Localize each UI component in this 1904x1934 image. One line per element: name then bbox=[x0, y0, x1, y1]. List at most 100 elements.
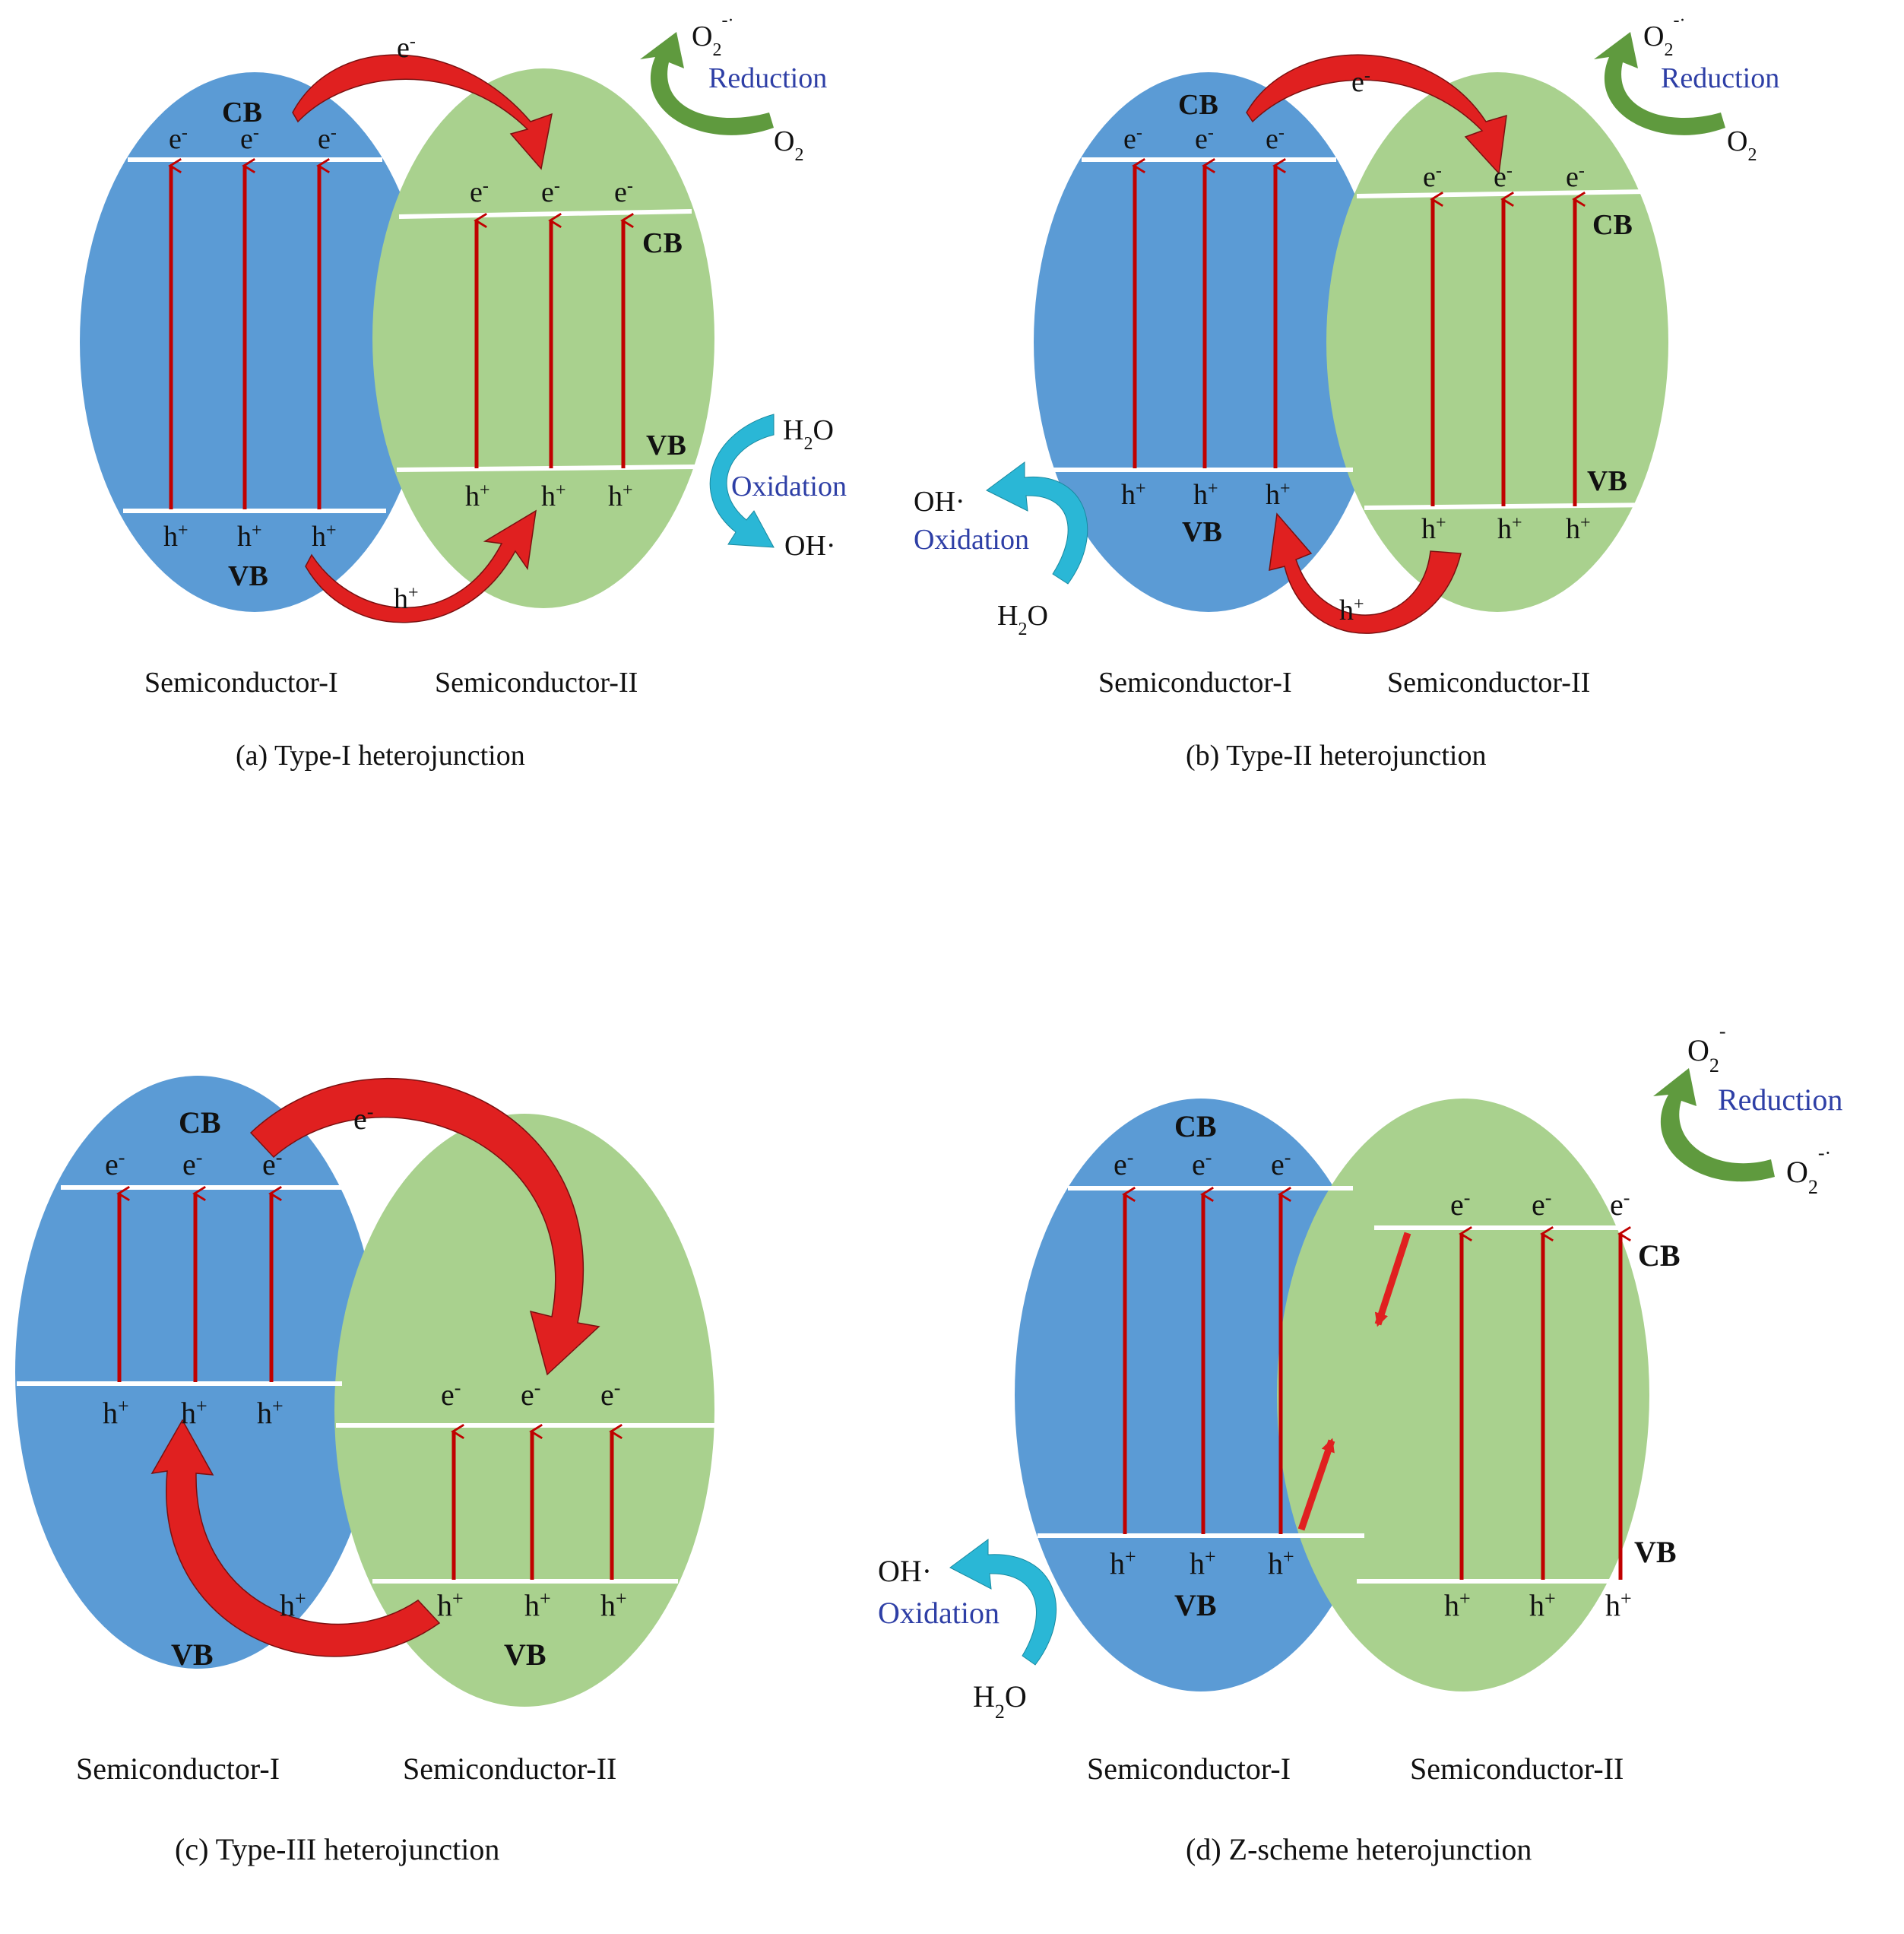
label-part: e bbox=[521, 1378, 534, 1412]
hole-label: h+ bbox=[257, 1395, 284, 1431]
label-part: h bbox=[600, 1588, 616, 1622]
label-part: - bbox=[1545, 1187, 1552, 1209]
hole-label: h+ bbox=[1566, 513, 1591, 545]
electron-label: e- bbox=[541, 176, 560, 208]
oxygen-species-label: O2-· bbox=[1786, 1142, 1831, 1198]
vb-label-2: VB bbox=[1587, 465, 1627, 497]
hole-label: h+ bbox=[1529, 1587, 1556, 1623]
label-part: + bbox=[1354, 594, 1364, 614]
vb-label-1: VB bbox=[1182, 516, 1222, 548]
label-part: + bbox=[623, 480, 633, 500]
label-part: e bbox=[1351, 66, 1364, 98]
label-part: - bbox=[1364, 66, 1370, 86]
vb-label-1: VB bbox=[228, 560, 268, 592]
oxidation-label: Oxidation bbox=[878, 1596, 1000, 1630]
hole-label: h+ bbox=[1339, 594, 1364, 626]
label-part: - bbox=[1624, 1187, 1630, 1209]
label-part: h bbox=[1266, 479, 1280, 511]
label-part: 2 bbox=[1709, 1054, 1719, 1076]
label-part: 2 bbox=[995, 1701, 1005, 1723]
label-part: - bbox=[1208, 123, 1214, 143]
label-part: + bbox=[1459, 1587, 1471, 1609]
label-part: + bbox=[1136, 479, 1146, 499]
label-part: + bbox=[480, 480, 490, 500]
cb-label-1: CB bbox=[1178, 89, 1218, 121]
label-part: h bbox=[1110, 1546, 1125, 1580]
semiconductor-2-label: Semiconductor-II bbox=[435, 667, 638, 699]
hole-label: h+ bbox=[1266, 479, 1291, 511]
label-part: e bbox=[1494, 161, 1506, 193]
oxygen-species-label: O2- bbox=[1687, 1020, 1726, 1076]
panel-c-caption: (c) Type-III heterojunction bbox=[175, 1832, 499, 1866]
label-part: + bbox=[1208, 479, 1218, 499]
label-part: e bbox=[1566, 161, 1579, 193]
reduction-label: Reduction bbox=[708, 62, 827, 94]
vb-label-1: VB bbox=[1174, 1588, 1217, 1622]
cb-level-2 bbox=[398, 209, 692, 219]
hole-label: h+ bbox=[103, 1395, 129, 1431]
label-part: e bbox=[1192, 1147, 1205, 1181]
transfer-arrow-icon bbox=[1374, 1232, 1411, 1327]
hole-label: h+ bbox=[181, 1395, 208, 1431]
label-part: + bbox=[1125, 1546, 1136, 1568]
label-part: e bbox=[1532, 1187, 1545, 1222]
label-part: e bbox=[105, 1147, 119, 1181]
label-part: - bbox=[614, 1377, 621, 1399]
hydroxyl-radical-label: OH· bbox=[784, 530, 836, 562]
label-part: - bbox=[119, 1146, 125, 1168]
label-part: + bbox=[616, 1587, 627, 1609]
electron-label: e- bbox=[1450, 1187, 1470, 1222]
oxygen-species-label: O2 bbox=[1727, 125, 1757, 165]
label-part: e bbox=[470, 176, 483, 208]
transfer-arrow-icon bbox=[150, 1419, 441, 1657]
hole-label: h+ bbox=[280, 1587, 306, 1623]
label-part: h bbox=[465, 480, 480, 512]
vb-label-2: VB bbox=[1634, 1535, 1677, 1569]
label-part: h bbox=[280, 1588, 295, 1622]
reduction-label: Reduction bbox=[1661, 62, 1779, 94]
label-part: e bbox=[1266, 123, 1278, 155]
reduction-arrow-icon bbox=[1653, 1068, 1775, 1182]
hydroxyl-radical-label: OH· bbox=[878, 1554, 932, 1588]
label-part: e bbox=[600, 1378, 614, 1412]
label-part: h bbox=[1421, 513, 1436, 545]
electron-label: e- bbox=[470, 176, 489, 208]
label-part: 2 bbox=[803, 434, 813, 454]
label-part: h bbox=[257, 1396, 272, 1430]
vb-label-1: VB bbox=[171, 1638, 214, 1672]
label-part: - bbox=[1464, 1187, 1471, 1209]
semiconductor-1-ellipse bbox=[1034, 72, 1383, 612]
hole-label: h+ bbox=[1497, 513, 1522, 545]
label-part: + bbox=[1283, 1546, 1294, 1568]
water-label: H2O bbox=[997, 600, 1048, 639]
label-part: e bbox=[182, 1147, 196, 1181]
label-part: O bbox=[1687, 1033, 1709, 1067]
hole-label: h+ bbox=[541, 480, 566, 512]
label-part: e bbox=[614, 176, 627, 208]
label-part: + bbox=[1280, 479, 1291, 499]
electron-label: e- bbox=[169, 123, 188, 155]
electron-label: e- bbox=[1351, 66, 1370, 98]
electron-label: e- bbox=[353, 1101, 373, 1137]
vb-label-2: VB bbox=[504, 1638, 546, 1672]
label-part: 2 bbox=[1664, 40, 1673, 60]
label-part: + bbox=[1620, 1587, 1632, 1609]
panel-b: CB VB CB VB e- e- e- e- e- e- e- h+ h+ h… bbox=[914, 11, 1779, 772]
label-part: - bbox=[1136, 123, 1142, 143]
cb-label-1: CB bbox=[179, 1105, 221, 1140]
label-part: e bbox=[1610, 1187, 1624, 1222]
semiconductor-2-ellipse bbox=[334, 1114, 714, 1707]
label-part: h bbox=[1190, 1546, 1205, 1580]
label-part: O bbox=[813, 414, 833, 446]
cb-label-2: CB bbox=[642, 227, 683, 259]
electron-label: e- bbox=[614, 176, 633, 208]
label-part: H bbox=[783, 414, 803, 446]
label-part: - bbox=[554, 176, 560, 196]
hole-label: h+ bbox=[237, 521, 262, 553]
label-part: + bbox=[408, 583, 419, 603]
label-part: h bbox=[1193, 479, 1208, 511]
electron-label: e- bbox=[105, 1146, 125, 1182]
label-part: e bbox=[1423, 161, 1436, 193]
